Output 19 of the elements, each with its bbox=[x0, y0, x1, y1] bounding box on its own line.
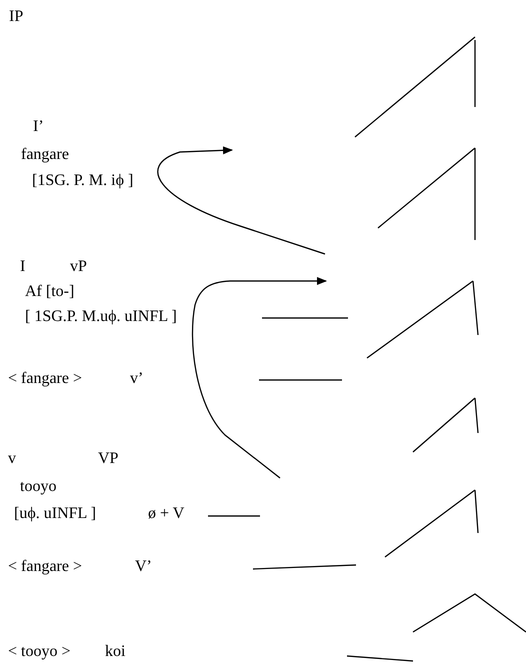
tree-label: V’ bbox=[135, 558, 152, 576]
tree-label: Af [to-] bbox=[25, 283, 74, 301]
tree-label: I bbox=[20, 258, 26, 276]
tree-label: [ 1SG.P. M.uϕ. uINFL ] bbox=[25, 308, 177, 326]
tree-label: koi bbox=[105, 643, 126, 661]
tree-label: fangare bbox=[21, 146, 69, 164]
tree-label: v bbox=[8, 450, 16, 468]
tree-label: IP bbox=[9, 8, 24, 26]
tree-label: [1SG. P. M. iϕ ] bbox=[32, 172, 134, 190]
tree-label: VP bbox=[98, 450, 118, 468]
tree-label: ø + V bbox=[148, 505, 184, 523]
tree-label: < fangare > bbox=[8, 370, 82, 388]
tree-label: [uϕ. uINFL ] bbox=[14, 505, 96, 523]
tree-label: vP bbox=[70, 258, 87, 276]
tree-label: < fangare > bbox=[8, 558, 82, 576]
tree-label: < tooyo > bbox=[8, 643, 70, 661]
tree-label: tooyo bbox=[20, 478, 56, 496]
tree-label: v’ bbox=[130, 370, 144, 388]
tree-label: I’ bbox=[33, 118, 44, 136]
